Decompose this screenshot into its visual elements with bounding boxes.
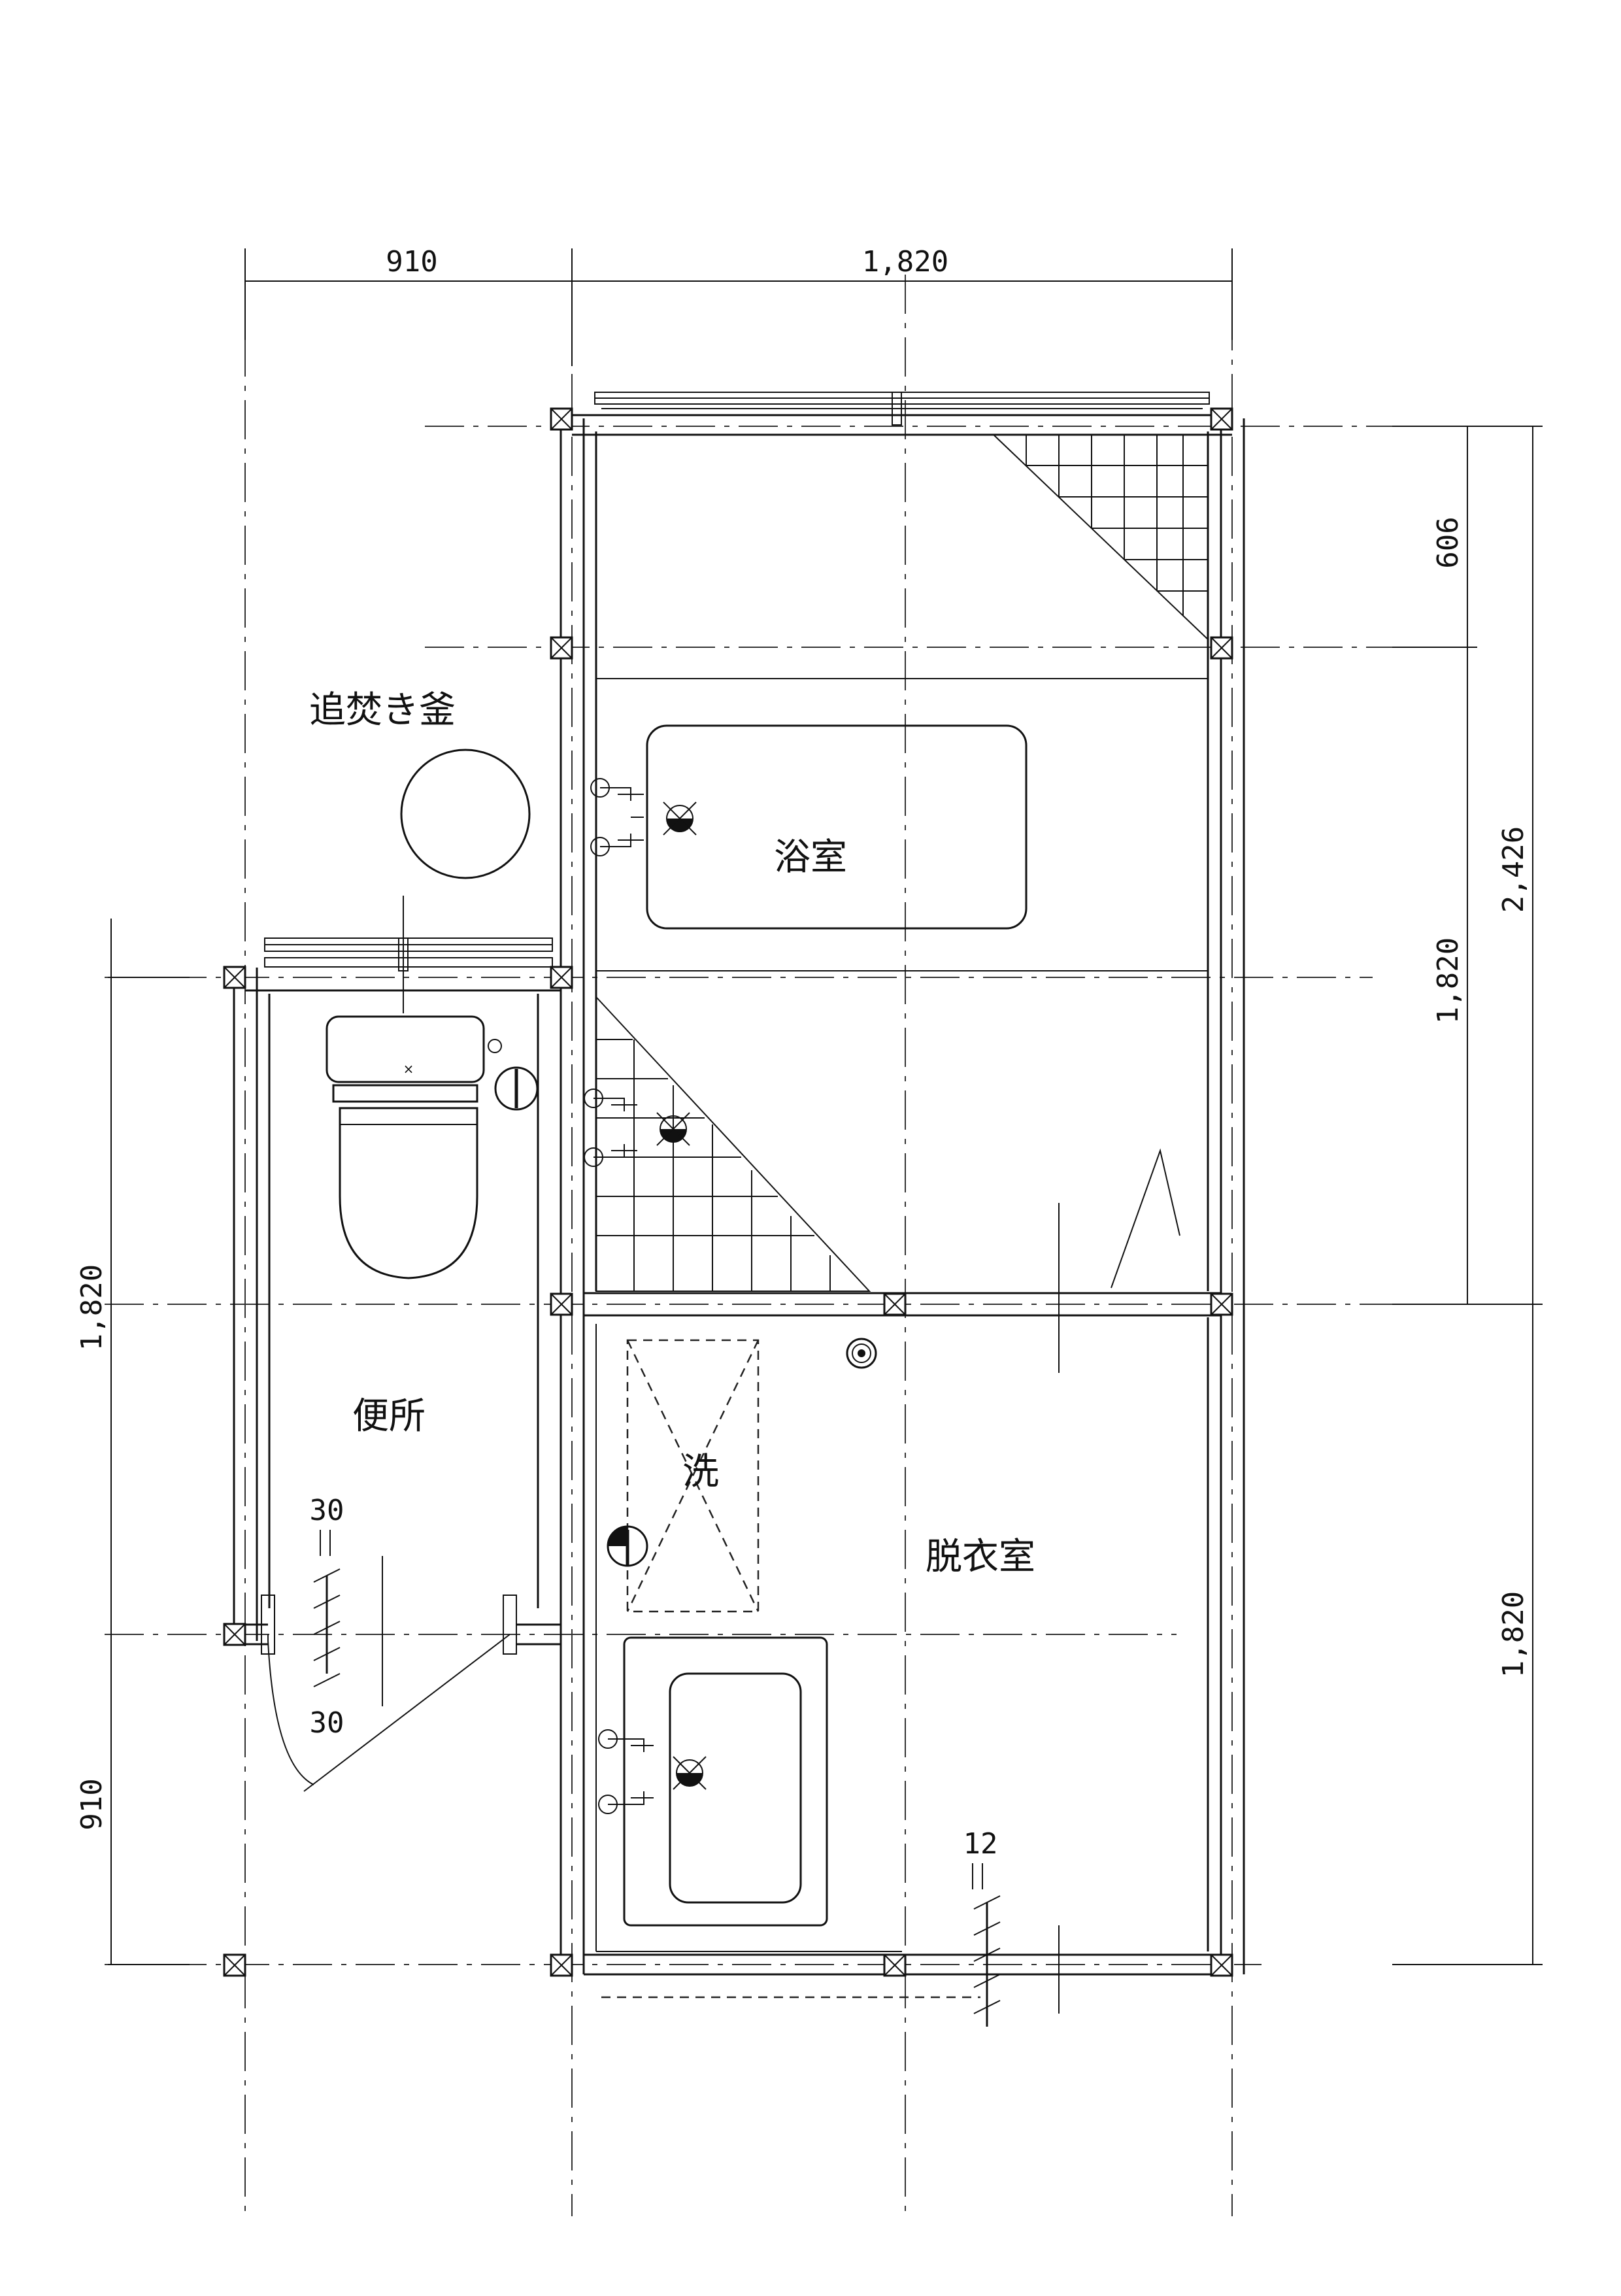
walls-toilet [233,896,561,1792]
vanity-sink [598,1636,828,1927]
dim-2426: 2,426 [1497,826,1530,913]
dim-910-left: 910 [75,1778,109,1830]
bathtub [646,724,1028,930]
door-30-top: 30 [310,1494,344,1527]
bath-faucet [590,778,697,856]
door-30-bottom: 30 [310,1706,344,1740]
door-12: 12 [963,1827,998,1861]
dim-1820-top: 1,820 [862,245,948,279]
bath-door [1058,1148,1180,2014]
dim-1820-right-upper: 1,820 [1431,937,1465,1024]
room-label-washer: 洗 [682,1451,719,1493]
dim-910-top: 910 [386,245,437,279]
walls-main [560,414,1245,1999]
tile-area-bottom [595,995,871,1292]
room-label-toilet: 便所 [352,1395,426,1438]
washer-area [607,1338,877,1613]
svg-text:×: × [403,1061,414,1077]
boiler-circle [400,749,531,879]
dim-1820-left: 1,820 [75,1264,109,1351]
room-label-dressing: 脱衣室 [926,1536,1035,1578]
dim-606: 606 [1431,516,1465,568]
tile-area-top [992,434,1209,641]
grid-axes [105,248,1543,2216]
window-top [594,392,1210,426]
shower-faucet [584,1089,690,1167]
door-markers [313,1530,1001,2027]
room-label-boiler: 追焚き釜 [309,689,456,732]
dimension-lines [108,248,1543,1965]
room-label-bathroom: 浴室 [774,836,847,879]
toilet-fixture: × [326,1015,539,1279]
dim-1820-right-lower: 1,820 [1497,1591,1530,1678]
structural-posts [223,407,1233,1977]
